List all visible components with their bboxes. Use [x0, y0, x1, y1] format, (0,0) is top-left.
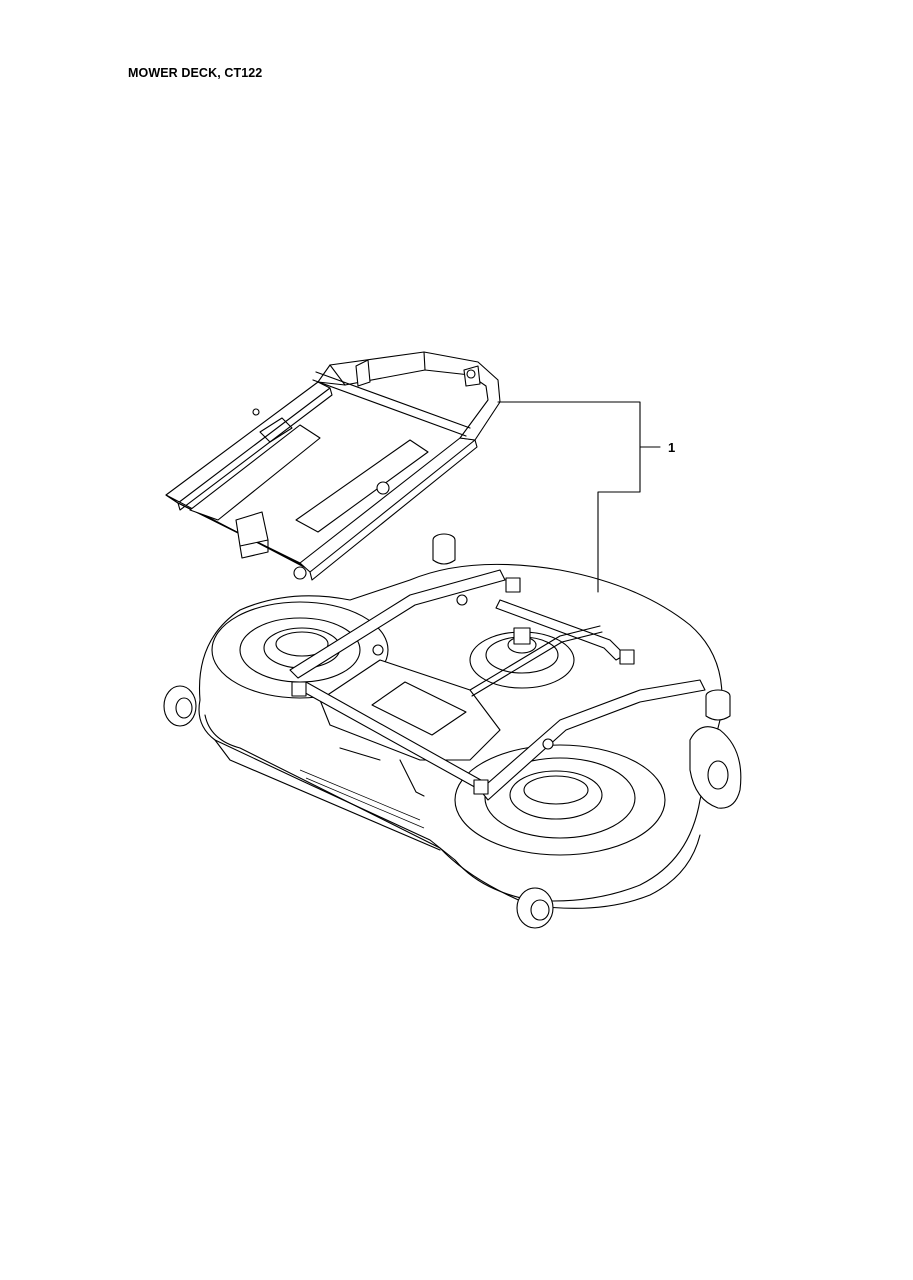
callout-1[interactable]: 1: [497, 401, 675, 593]
page-title: MOWER DECK, CT122: [128, 66, 263, 80]
callout-1-label: 1: [668, 440, 675, 455]
deck-hanger-bracket[interactable]: [165, 351, 501, 581]
mower-deck[interactable]: [163, 533, 742, 929]
